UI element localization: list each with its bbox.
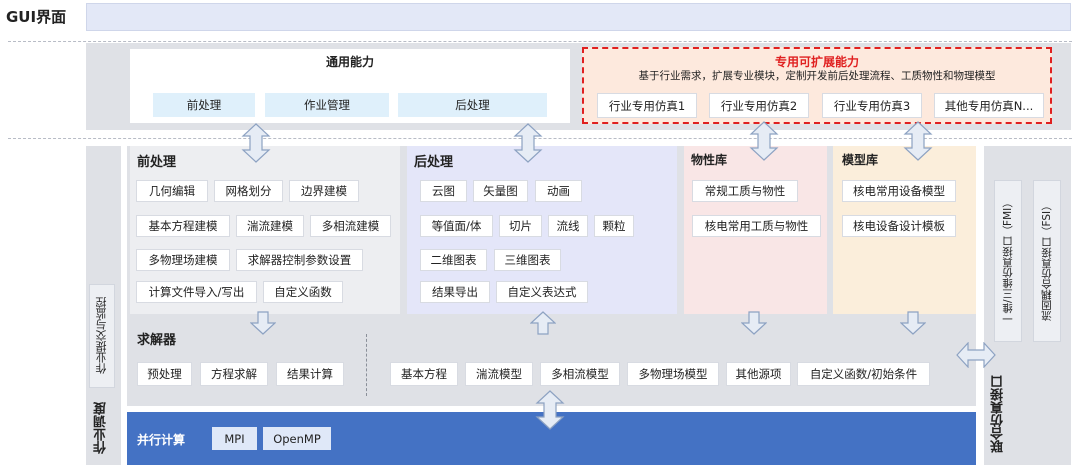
- special-item-n[interactable]: 其他专用仿真N...: [934, 93, 1044, 118]
- pre-item[interactable]: 网格划分: [214, 180, 283, 202]
- scheduling-label: 作业调度: [94, 402, 109, 454]
- solver-right-item[interactable]: 湍流模型: [465, 362, 533, 386]
- solver-left-item[interactable]: 预处理: [137, 362, 192, 386]
- parallel-item-openmp[interactable]: OpenMP: [263, 427, 331, 450]
- general-item-job[interactable]: 作业管理: [265, 93, 389, 117]
- post-item[interactable]: 三维图表: [494, 249, 561, 271]
- cosim-fsi-label: 流固耦合仿真接口（FSI）: [1041, 200, 1053, 322]
- cosim-fsi-box[interactable]: [1033, 180, 1061, 342]
- models-title: 模型库: [842, 153, 879, 167]
- general-capability-title: 通用能力: [325, 55, 374, 69]
- special-item-1[interactable]: 行业专用仿真1: [597, 93, 697, 118]
- job-submit-box[interactable]: [89, 284, 115, 388]
- post-item[interactable]: 等值面/体: [420, 215, 493, 237]
- arrow-up-down-icon: [749, 121, 779, 161]
- solver-left-item[interactable]: 方程求解: [200, 362, 268, 386]
- arrow-left-right-icon: [956, 342, 996, 368]
- solver-right-item[interactable]: 其他源项: [726, 362, 791, 386]
- models-item[interactable]: 核电常用设备模型: [842, 180, 956, 202]
- post-item[interactable]: 自定义表达式: [496, 281, 588, 303]
- parallel-title: 并行计算: [137, 433, 186, 447]
- arrow-up-down-icon: [513, 123, 543, 163]
- gui-bar: [86, 3, 1071, 31]
- post-item[interactable]: 结果导出: [420, 281, 490, 303]
- post-item[interactable]: 颗粒: [594, 215, 634, 237]
- separator-middle: [8, 138, 1072, 139]
- post-title: 后处理: [414, 155, 454, 170]
- post-item[interactable]: 动画: [535, 180, 582, 202]
- pre-item[interactable]: 计算文件导入/写出: [136, 281, 257, 303]
- arrow-up-down-icon: [535, 390, 565, 430]
- pre-item[interactable]: 几何编辑: [136, 180, 208, 202]
- props-item[interactable]: 核电常用工质与物性: [692, 215, 821, 237]
- solver-right-item[interactable]: 基本方程: [390, 362, 458, 386]
- solver-right-item[interactable]: 多物理场模型: [627, 362, 719, 386]
- special-item-3[interactable]: 行业专用仿真3: [822, 93, 922, 118]
- pre-item[interactable]: 边界建模: [289, 180, 359, 202]
- solver-left-item[interactable]: 结果计算: [276, 362, 344, 386]
- post-item[interactable]: 矢量图: [473, 180, 528, 202]
- parallel-item-mpi[interactable]: MPI: [212, 427, 257, 450]
- arrow-up-icon: [530, 311, 556, 335]
- pre-item[interactable]: 求解器控制参数设置: [236, 249, 363, 271]
- solver-divider: [366, 334, 367, 396]
- cosim-label: 联合仿真接口: [991, 375, 1006, 453]
- arrow-down-icon: [741, 311, 767, 335]
- special-item-2[interactable]: 行业专用仿真2: [709, 93, 809, 118]
- solver-right-item[interactable]: 自定义函数/初始条件: [797, 362, 930, 386]
- general-item-pre[interactable]: 前处理: [153, 93, 255, 117]
- pre-item[interactable]: 自定义函数: [263, 281, 343, 303]
- post-item[interactable]: 云图: [420, 180, 467, 202]
- arrow-up-down-icon: [241, 123, 271, 163]
- special-capability-title: 专用可扩展能力: [774, 55, 859, 69]
- separator-top: [8, 41, 1072, 42]
- pre-item[interactable]: 多物理场建模: [136, 249, 230, 271]
- arrow-up-down-icon: [903, 121, 933, 161]
- pre-item[interactable]: 湍流建模: [236, 215, 304, 237]
- solver-title: 求解器: [137, 333, 177, 348]
- arrow-down-icon: [250, 311, 276, 335]
- props-item[interactable]: 常规工质与物性: [692, 180, 798, 202]
- cosim-fmi-box[interactable]: [994, 180, 1022, 342]
- post-item[interactable]: 切片: [499, 215, 542, 237]
- props-title: 物性库: [691, 153, 728, 167]
- post-item[interactable]: 流线: [548, 215, 588, 237]
- post-item[interactable]: 二维图表: [420, 249, 487, 271]
- gui-title: GUI界面: [6, 8, 67, 26]
- special-capability-desc: 基于行业需求，扩展专业模块，定制开发前后处理流程、工质物性和物理模型: [638, 70, 996, 82]
- pre-item[interactable]: 基本方程建模: [136, 215, 230, 237]
- cosim-fmi-label: 一维/三维仿真接口（FMI）: [1002, 197, 1014, 325]
- models-item[interactable]: 核电设备设计模板: [842, 215, 956, 237]
- general-item-post[interactable]: 后处理: [398, 93, 547, 117]
- pre-item[interactable]: 多相流建模: [310, 215, 391, 237]
- pre-title: 前处理: [137, 155, 177, 170]
- arrow-down-icon: [900, 311, 926, 335]
- solver-right-item[interactable]: 多相流模型: [540, 362, 620, 386]
- job-submit-label: 作业提交与监控: [95, 297, 108, 375]
